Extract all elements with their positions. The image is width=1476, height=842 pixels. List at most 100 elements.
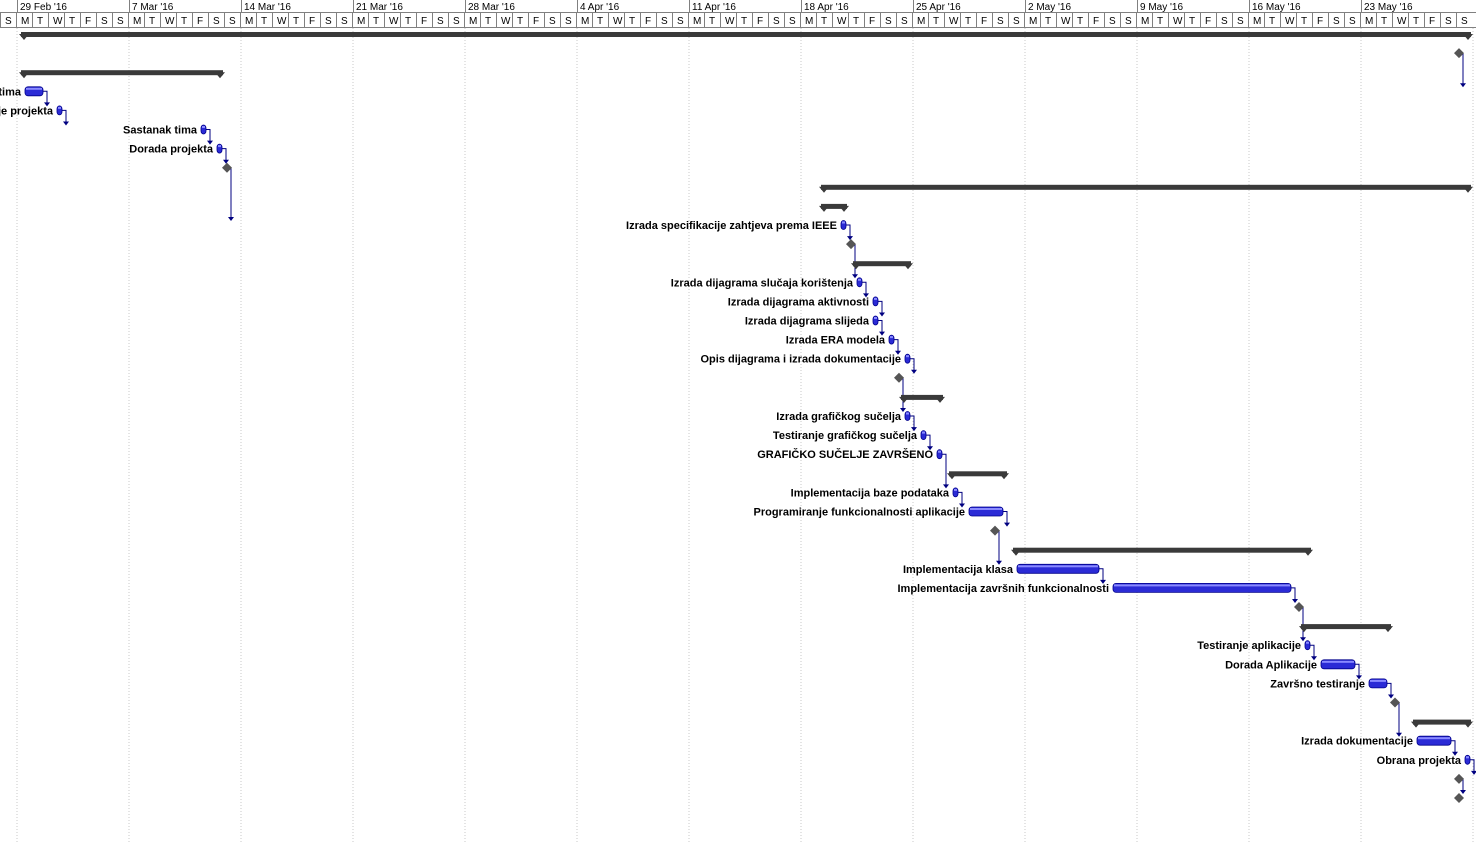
week-label: 18 Apr '16: [804, 2, 849, 13]
summary-cap-right: [215, 72, 225, 79]
day-letter: S: [1125, 16, 1132, 27]
milestone-diamond[interactable]: [990, 525, 1000, 536]
dependency-link: [1099, 568, 1104, 582]
dependency-link: [222, 148, 227, 162]
dependency-arrow: [228, 217, 234, 221]
day-letter: T: [373, 16, 379, 27]
dependency-link: [1395, 702, 1400, 735]
day-letter: T: [485, 16, 491, 27]
day-letter: T: [709, 16, 715, 27]
milestone-diamond[interactable]: [1454, 48, 1464, 59]
dependency-arrow: [207, 140, 213, 145]
dependency-link: [942, 453, 947, 487]
summary-cap-right: [935, 396, 945, 403]
day-letter: S: [1109, 16, 1116, 27]
week-label: 29 Feb '16: [20, 2, 67, 13]
milestone-diamond[interactable]: [1390, 697, 1400, 708]
header-background: [0, 0, 1476, 28]
milestone-diamond[interactable]: [1454, 773, 1464, 784]
summary-bar[interactable]: [21, 32, 1471, 37]
dependency-link: [1310, 644, 1315, 659]
day-letter: S: [117, 16, 124, 27]
day-letter: M: [693, 16, 701, 27]
day-letter: T: [293, 16, 299, 27]
task-bar-highlight: [26, 87, 42, 90]
task-label: Testiranje grafičkog sučelja: [773, 430, 918, 442]
summary-bar[interactable]: [901, 394, 943, 400]
summary-cap-right: [1463, 186, 1473, 193]
task-bar-highlight: [218, 145, 221, 148]
dependency-arrow: [1311, 656, 1317, 661]
day-letter: S: [1349, 16, 1356, 27]
summary-bar[interactable]: [21, 70, 223, 76]
day-letter: T: [1077, 16, 1083, 27]
day-letter: W: [837, 16, 847, 27]
day-letter: S: [453, 16, 460, 27]
day-letter: S: [101, 16, 108, 27]
milestone-diamond[interactable]: [1294, 602, 1304, 612]
summary-cap-left: [899, 396, 909, 403]
day-letter: S: [1237, 16, 1244, 27]
day-letter: T: [69, 16, 75, 27]
summary-bar[interactable]: [821, 184, 1471, 190]
day-letter: W: [949, 16, 959, 27]
day-letter: S: [677, 16, 684, 27]
task-label: GRAFIČKO SUČELJE ZAVRŠENO: [757, 448, 933, 461]
task-bar-highlight: [842, 221, 845, 224]
milestone-diamond[interactable]: [894, 372, 904, 383]
summary-cap-left: [851, 263, 861, 270]
dependency-arrow: [1460, 83, 1466, 88]
task-bar-highlight: [58, 106, 61, 109]
dependency-arrow: [996, 560, 1002, 565]
summary-cap-left: [19, 34, 29, 40]
day-letter: M: [469, 16, 477, 27]
day-letter: S: [229, 16, 236, 27]
task-bar-highlight: [938, 450, 941, 453]
task-bars[interactable]: [19, 32, 1473, 803]
day-letter: F: [981, 16, 987, 27]
dependency-link: [926, 434, 931, 449]
task-bar-highlight: [1018, 565, 1098, 568]
week-label: 16 May '16: [1252, 2, 1301, 13]
dependency-arrow: [879, 312, 885, 317]
day-letter: T: [629, 16, 635, 27]
day-letter: T: [261, 16, 267, 27]
milestone-diamond[interactable]: [846, 239, 856, 250]
summary-bar[interactable]: [1413, 719, 1471, 725]
dependency-link: [878, 300, 883, 315]
summary-bar[interactable]: [821, 203, 847, 209]
dependency-arrow: [1004, 522, 1010, 527]
milestone-diamond[interactable]: [222, 162, 232, 173]
week-label: 25 Apr '16: [916, 2, 961, 13]
dependency-link: [899, 377, 904, 410]
day-letter: S: [437, 16, 444, 27]
task-bar-highlight: [1114, 584, 1290, 587]
day-letter: S: [1013, 16, 1020, 27]
summary-cap-left: [19, 72, 29, 79]
summary-bar[interactable]: [1301, 624, 1391, 630]
day-letter: S: [789, 16, 796, 27]
task-bar-highlight: [874, 297, 877, 300]
day-letter: F: [309, 16, 315, 27]
summary-bar[interactable]: [1013, 547, 1311, 553]
dependency-arrow: [911, 427, 917, 432]
day-letter: S: [1221, 16, 1228, 27]
milestone-diamond[interactable]: [1454, 793, 1464, 803]
dependency-link: [1451, 740, 1456, 754]
task-bar-highlight: [906, 412, 909, 415]
dependency-link: [958, 491, 963, 506]
summary-bar[interactable]: [853, 261, 911, 267]
dependency-arrow: [63, 121, 69, 126]
timescale-grid: [16, 28, 1474, 842]
week-label: 4 Apr '16: [580, 2, 620, 13]
dependency-arrow: [1292, 599, 1298, 603]
day-letter: T: [933, 16, 939, 27]
day-letter: T: [517, 16, 523, 27]
dependency-link: [1459, 52, 1464, 86]
summary-bar[interactable]: [949, 471, 1007, 477]
week-label: 7 Mar '16: [132, 2, 174, 13]
day-letter: S: [325, 16, 332, 27]
